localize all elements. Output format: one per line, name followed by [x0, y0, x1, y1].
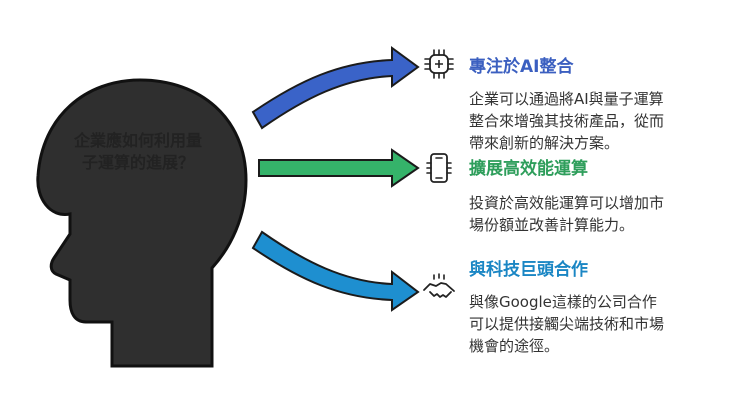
handshake-icon: [423, 273, 455, 298]
smartphone-icon: [426, 153, 452, 183]
item-title-tech-giant-partnership: 與科技巨頭合作: [469, 260, 588, 280]
desc-line: 場份額並改善計算能力。: [469, 216, 635, 234]
desc-line: 機會的途徑。: [469, 337, 560, 355]
desc-line: 與像Google這樣的公司合作: [469, 293, 657, 311]
item-desc-tech-giant-partnership: 與像Google這樣的公司合作 可以提供接觸尖端技術和市場 機會的途徑。: [469, 291, 731, 357]
item-title-high-performance-computing: 擴展高效能運算: [469, 159, 588, 179]
arrow-to-ai-integration: [251, 46, 420, 130]
desc-line: 帶來創新的解決方案。: [469, 134, 620, 152]
desc-line: 可以提供接觸尖端技術和市場: [469, 315, 665, 333]
arrow-to-high-performance-computing: [258, 148, 420, 188]
item-desc-ai-integration: 企業可以通過將AI與量子運算 整合來增強其技術產品，從而 帶來創新的解決方案。: [469, 88, 731, 154]
item-title-ai-integration: 專注於AI整合: [469, 57, 574, 77]
chip-icon: [424, 49, 454, 79]
desc-line: 投資於高效能運算可以增加市: [469, 194, 665, 212]
item-desc-high-performance-computing: 投資於高效能運算可以增加市 場份額並改善計算能力。: [469, 192, 731, 236]
arrow-to-tech-giant-partnership: [251, 230, 420, 312]
desc-line: 整合來增強其技術產品，從而: [469, 112, 665, 130]
head-silhouette: [36, 78, 248, 368]
desc-line: 企業可以通過將AI與量子運算: [469, 90, 664, 108]
central-question: 企業應如何利用量子運算的進展？: [73, 131, 202, 172]
